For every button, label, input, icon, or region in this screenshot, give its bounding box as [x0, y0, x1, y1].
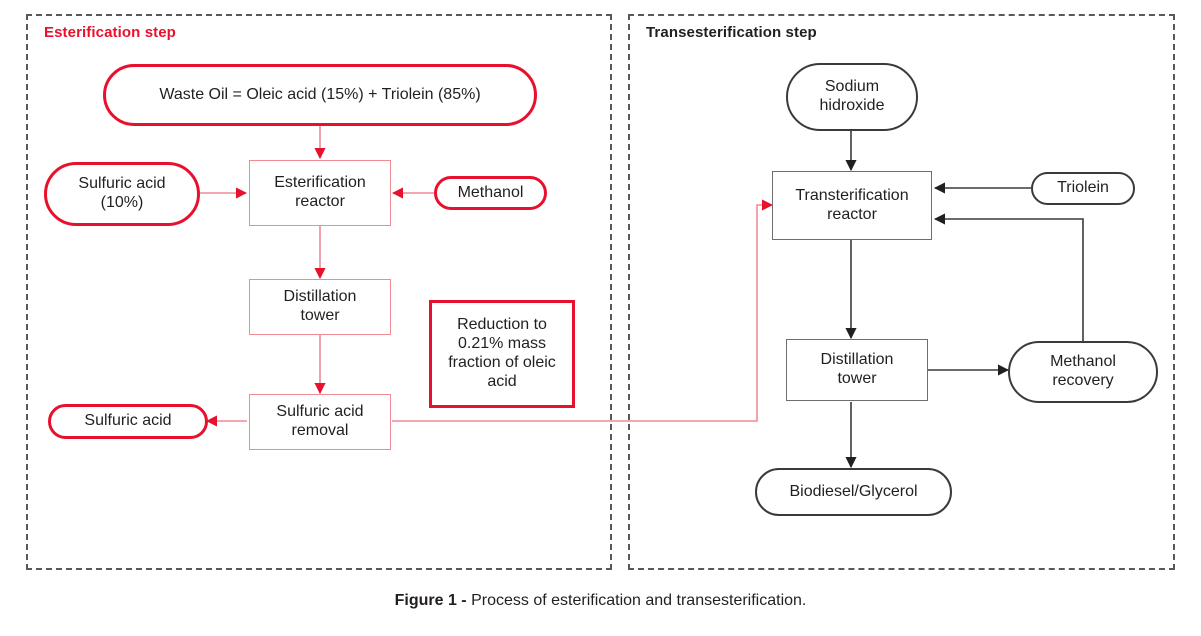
node-sulfuric-acid-feed-label: Sulfuric acid (10%) — [51, 175, 193, 213]
node-sodium-hydroxide[interactable]: Sodium hidroxide — [786, 63, 918, 131]
node-reduction-callout[interactable]: Reduction to 0.21% mass fraction of olei… — [429, 300, 575, 408]
node-sulfuric-acid-output-label: Sulfuric acid — [84, 412, 172, 430]
node-esterification-reactor-line2: reactor — [295, 193, 345, 210]
node-esterification-reactor-label: Esterification reactor — [254, 174, 386, 212]
figure-caption-label: Figure 1 - — [394, 592, 467, 609]
node-waste-oil-label: Waste Oil = Oleic acid (15%) + Triolein … — [159, 85, 481, 103]
node-methanol-recovery-line1: Methanol — [1050, 353, 1116, 371]
node-sulfuric-acid-removal-line2: removal — [291, 422, 349, 439]
node-sulfuric-acid-removal-line1: Sulfuric acid — [276, 403, 364, 421]
node-distillation-tower-esterification-line1: Distillation — [283, 288, 357, 306]
node-distillation-tower-transesterification-line1: Distillation — [820, 351, 894, 369]
figure-caption: Figure 1 - Process of esterification and… — [0, 592, 1201, 610]
node-methanol-recovery-line2: recovery — [1052, 372, 1114, 389]
node-transterification-reactor-line1: Transterification — [795, 186, 909, 204]
node-transterification-reactor[interactable]: Transterification reactor — [772, 171, 932, 240]
node-methanol-recovery[interactable]: Methanol recovery — [1008, 341, 1158, 403]
node-reduction-callout-line3: fraction of oleic — [448, 354, 556, 371]
node-reduction-callout-line2: 0.21% mass — [457, 335, 547, 353]
node-biodiesel-glycerol-label: Biodiesel/Glycerol — [789, 482, 918, 500]
node-esterification-reactor[interactable]: Esterification reactor — [249, 160, 391, 226]
node-esterification-reactor-line1: Esterification — [274, 174, 366, 192]
node-waste-oil[interactable]: Waste Oil = Oleic acid (15%) + Triolein … — [103, 64, 537, 126]
node-distillation-tower-esterification-line2: tower — [300, 307, 340, 324]
node-reduction-callout-line1: Reduction to — [457, 316, 547, 334]
node-sodium-hydroxide-line1: Sodium — [824, 78, 880, 96]
node-sodium-hydroxide-label: Sodium hidroxide — [792, 78, 912, 116]
node-sodium-hydroxide-line2: hidroxide — [819, 97, 885, 114]
node-methanol-recovery-label: Methanol recovery — [1014, 353, 1152, 391]
node-distillation-tower-esterification[interactable]: Distillation tower — [249, 279, 391, 335]
node-distillation-tower-transesterification-label: Distillation tower — [791, 351, 923, 389]
node-transterification-reactor-line2: reactor — [827, 205, 877, 223]
node-reduction-callout-line4: acid — [487, 372, 517, 390]
node-methanol-feed[interactable]: Methanol — [434, 176, 547, 210]
node-triolein-feed[interactable]: Triolein — [1031, 172, 1135, 205]
node-distillation-tower-esterification-label: Distillation tower — [254, 288, 386, 326]
node-transterification-reactor-label: Transterification reactor — [777, 187, 927, 225]
panel-label-esterification: Esterification step — [44, 24, 176, 41]
node-reduction-callout-label: Reduction to 0.21% mass fraction of olei… — [436, 316, 568, 392]
node-sulfuric-acid-feed-line2: (10%) — [100, 194, 144, 211]
node-distillation-tower-transesterification-line2: tower — [837, 370, 877, 387]
node-sulfuric-acid-removal[interactable]: Sulfuric acid removal — [249, 394, 391, 450]
panel-label-transesterification: Transesterification step — [646, 24, 817, 41]
node-sulfuric-acid-feed[interactable]: Sulfuric acid (10%) — [44, 162, 200, 226]
node-distillation-tower-transesterification[interactable]: Distillation tower — [786, 339, 928, 401]
node-sulfuric-acid-feed-line1: Sulfuric acid — [78, 175, 166, 193]
figure-caption-text: Process of esterification and transester… — [466, 592, 807, 609]
node-triolein-feed-label: Triolein — [1057, 179, 1109, 197]
node-sulfuric-acid-output[interactable]: Sulfuric acid — [48, 404, 208, 439]
node-methanol-feed-label: Methanol — [457, 183, 524, 201]
node-sulfuric-acid-removal-label: Sulfuric acid removal — [254, 403, 386, 441]
node-biodiesel-glycerol[interactable]: Biodiesel/Glycerol — [755, 468, 952, 516]
